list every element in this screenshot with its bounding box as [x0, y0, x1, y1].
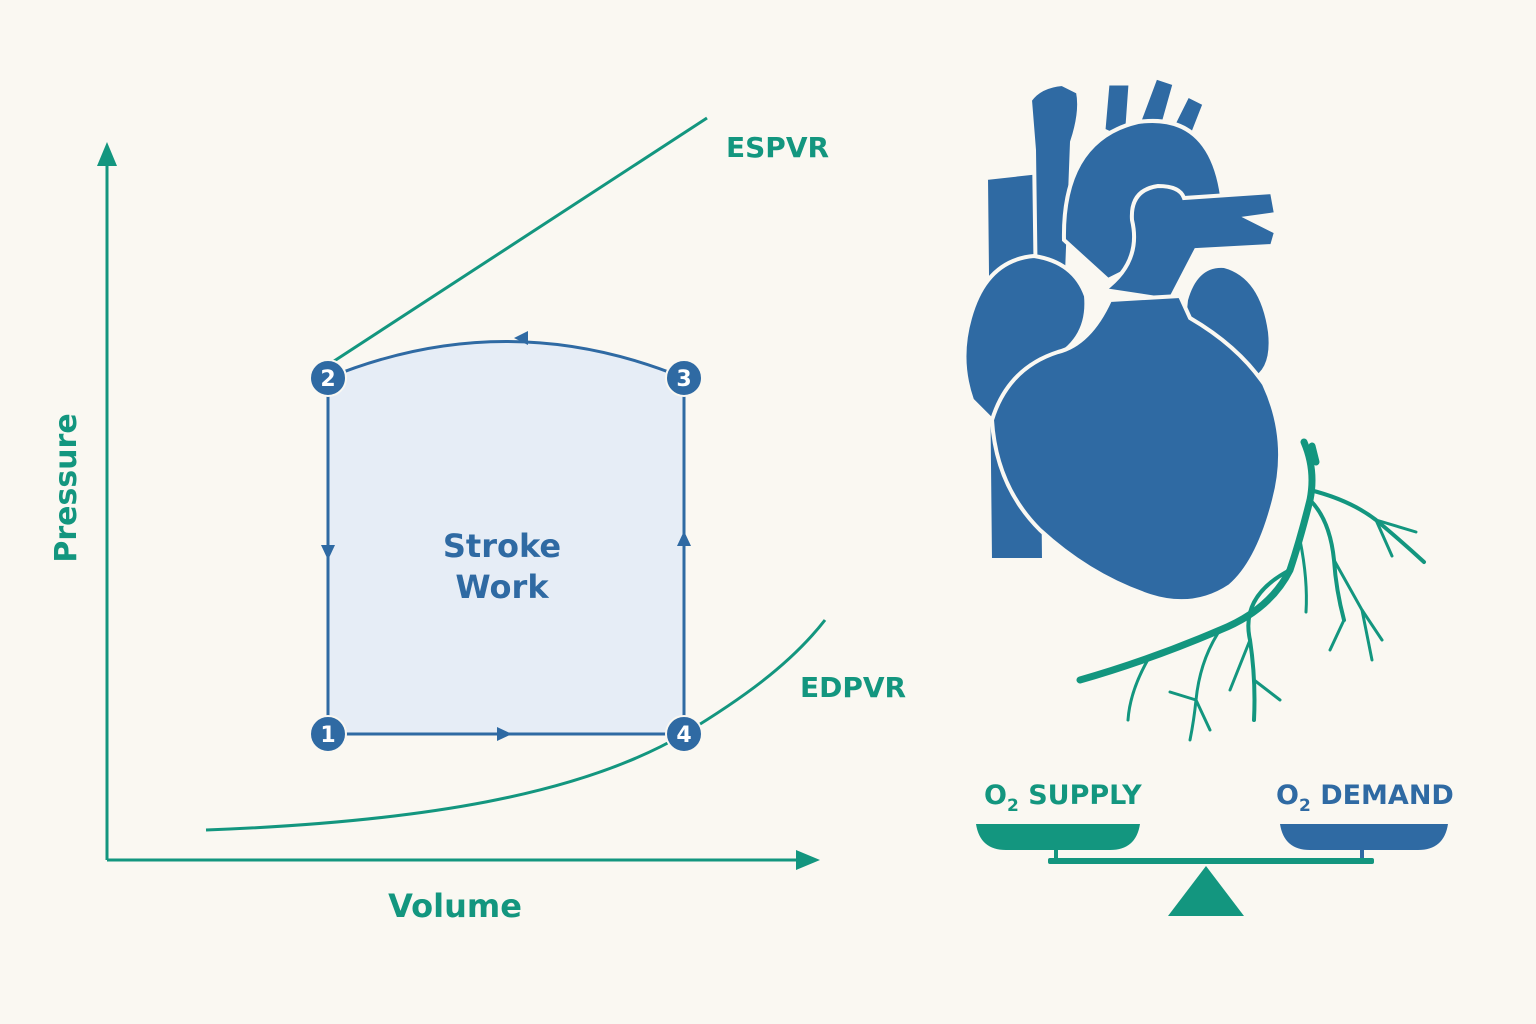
supply-pan [976, 824, 1140, 850]
arrow-right-upward [677, 531, 691, 546]
point-4-label: 4 [676, 723, 691, 748]
axes [97, 142, 820, 870]
point-2: 2 [309, 359, 347, 397]
point-4: 4 [665, 715, 703, 753]
arrow-bottom-rightward [497, 727, 512, 741]
x-axis-label: Volume [388, 887, 522, 925]
x-axis-arrowhead [796, 850, 820, 870]
stroke-work-label-line1: Stroke [443, 527, 561, 565]
ascending-vessel [1027, 81, 1082, 302]
point-1: 1 [309, 715, 347, 753]
edpvr-curve [205, 619, 827, 832]
ventricles [989, 293, 1283, 604]
point-3: 3 [665, 359, 703, 397]
o2-demand-label: O2 DEMAND [1276, 780, 1454, 816]
point-2-label: 2 [320, 367, 335, 392]
demand-pan [1280, 824, 1448, 850]
heart-with-coronary-arteries-icon [962, 76, 1426, 742]
stroke-work-label-line2: Work [455, 568, 549, 606]
espvr-label: ESPVR [726, 131, 829, 164]
pv-loop-diagram: Pressure Volume ESPVR EDPVR Stroke Work … [49, 116, 906, 925]
point-1-label: 1 [320, 723, 335, 748]
balance-fulcrum [1168, 866, 1244, 916]
point-3-label: 3 [676, 367, 691, 392]
pulmonary-artery [1098, 183, 1279, 303]
espvr-line [327, 116, 708, 367]
balance-scale-icon: O2 SUPPLY O2 DEMAND [976, 780, 1454, 916]
o2-supply-label: O2 SUPPLY [984, 780, 1142, 816]
arrow-top-leftward [514, 331, 528, 345]
balance-beam [1048, 858, 1374, 864]
o2-supply-subscript: 2 [1007, 796, 1019, 816]
y-axis-label: Pressure [49, 413, 84, 562]
y-axis-arrowhead [97, 142, 117, 166]
left-atrium [1181, 263, 1273, 383]
right-atrium [962, 253, 1089, 424]
o2-demand-subscript: 2 [1299, 796, 1311, 816]
coronary-arteries [1076, 438, 1426, 742]
arrow-left-downward [321, 545, 335, 560]
edpvr-label: EDPVR [800, 671, 906, 704]
